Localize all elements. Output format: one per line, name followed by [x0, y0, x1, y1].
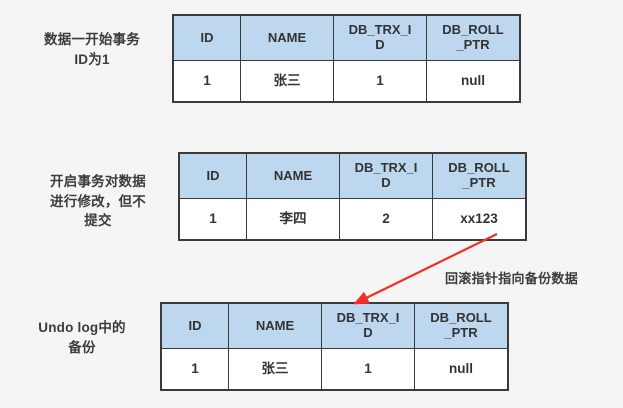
cell-db-roll-ptr: null: [414, 348, 509, 391]
column-header-name: NAME: [240, 14, 334, 61]
cell-db-trx-id: 1: [333, 60, 427, 103]
table-undo-log-backup: ID NAME DB_TRX_I D DB_ROLL _PTR 1 张: [160, 302, 509, 391]
annotation-rollback-pointer: 回滚指针指向备份数据: [445, 271, 579, 286]
column-header-db-roll-ptr: DB_ROLL _PTR: [432, 152, 527, 199]
table-header-row: ID NAME DB_TRX_I D DB_ROLL _PTR: [172, 14, 521, 61]
column-header-db-roll-ptr: DB_ROLL _PTR: [414, 302, 509, 349]
record-table: ID NAME DB_TRX_I D DB_ROLL _PTR 1 张: [160, 302, 509, 391]
record-table: ID NAME DB_TRX_I D DB_ROLL _PTR 1 李: [178, 152, 527, 241]
table-modified-data: ID NAME DB_TRX_I D DB_ROLL _PTR 1 李: [178, 152, 527, 241]
record-table: ID NAME DB_TRX_I D DB_ROLL _PTR 1 张: [172, 14, 521, 103]
table-row: 1 张三 1 null: [172, 60, 521, 103]
caption-initial-data: 数据一开始事务 ID为1: [44, 32, 140, 67]
caption-uncommitted-modification: 开启事务对数据 进行修改，但不 提交: [50, 174, 146, 229]
column-header-db-trx-id: DB_TRX_I D: [333, 14, 427, 61]
cell-db-trx-id: 1: [321, 348, 415, 391]
table-header-row: ID NAME DB_TRX_I D DB_ROLL _PTR: [160, 302, 509, 349]
cell-db-roll-ptr: null: [426, 60, 521, 103]
cell-db-trx-id: 2: [339, 198, 433, 241]
column-header-id: ID: [172, 14, 241, 61]
column-header-db-roll-ptr: DB_ROLL _PTR: [426, 14, 521, 61]
column-header-name: NAME: [246, 152, 340, 199]
caption-undo-log-backup: Undo log中的 备份: [38, 320, 126, 355]
column-header-id: ID: [178, 152, 247, 199]
cell-name: 李四: [246, 198, 340, 241]
table-initial-data: ID NAME DB_TRX_I D DB_ROLL _PTR 1 张: [172, 14, 521, 103]
cell-id: 1: [178, 198, 247, 241]
cell-id: 1: [160, 348, 229, 391]
table-header-row: ID NAME DB_TRX_I D DB_ROLL _PTR: [178, 152, 527, 199]
table-row: 1 李四 2 xx123: [178, 198, 527, 241]
column-header-db-trx-id: DB_TRX_I D: [321, 302, 415, 349]
cell-db-roll-ptr: xx123: [432, 198, 527, 241]
column-header-name: NAME: [228, 302, 322, 349]
column-header-db-trx-id: DB_TRX_I D: [339, 152, 433, 199]
cell-id: 1: [172, 60, 241, 103]
cell-name: 张三: [240, 60, 334, 103]
table-row: 1 张三 1 null: [160, 348, 509, 391]
column-header-id: ID: [160, 302, 229, 349]
cell-name: 张三: [228, 348, 322, 391]
